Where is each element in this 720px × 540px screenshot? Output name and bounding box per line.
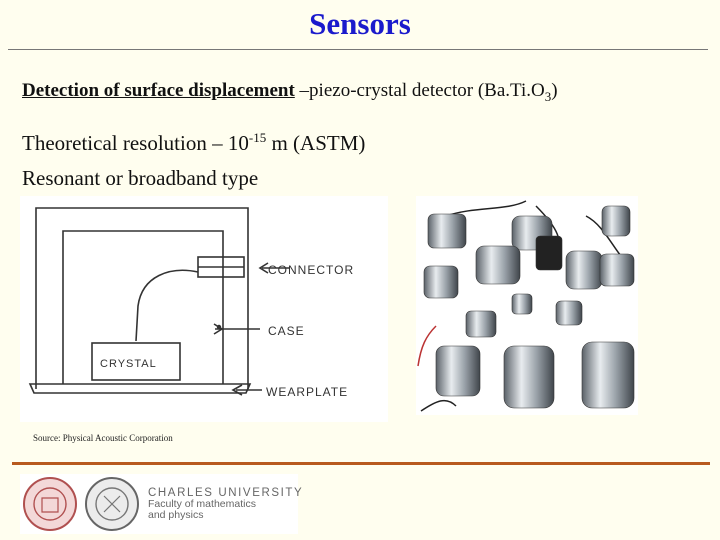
resolution-unit: m (ASTM) [266,131,366,155]
type-line: Resonant or broadband type [22,166,259,190]
sensor-diagram-drawing: CONNECTOR CASE WEARPLATE CRYSTAL [28,207,354,399]
footer-divider [12,462,710,465]
image-source: Source: Physical Acoustic Corporation [33,433,173,443]
sensor-diagram: CONNECTOR CASE WEARPLATE CRYSTAL [20,196,388,422]
title-divider [8,49,708,50]
slide-title: Sensors [309,6,411,41]
detection-line: Detection of surface displacement –piezo… [22,80,558,105]
wearplate-label: WEARPLATE [266,385,348,399]
detection-heading: Detection of surface displacement [22,80,295,101]
university-logo-banner [20,474,298,534]
faculty-name-line2: and physics [148,509,204,521]
resolution-line: Theoretical resolution – 10-15 m (ASTM) [22,130,365,156]
university-name: CHARLES UNIVERSITY [148,487,304,499]
resolution-text: Theoretical resolution – 10 [22,131,249,155]
connector-label: CONNECTOR [268,263,354,277]
sensors-photo [416,196,638,415]
detection-text: –piezo-crystal detector (Ba.Ti.O [294,80,545,101]
sensors-photo-drawing [417,200,635,412]
detection-subscript: 3 [544,88,552,104]
university-seals [23,477,139,531]
crystal-label: CRYSTAL [100,358,157,370]
faculty-name-line1: Faculty of mathematics [148,498,256,510]
university-name-block: CHARLES UNIVERSITY Faculty of mathematic… [148,487,304,521]
university-seal-icon [23,477,77,531]
detection-text-end: ) [551,80,558,101]
resolution-exponent: -15 [248,130,267,145]
case-label: CASE [268,324,305,338]
case-screw [216,324,222,330]
